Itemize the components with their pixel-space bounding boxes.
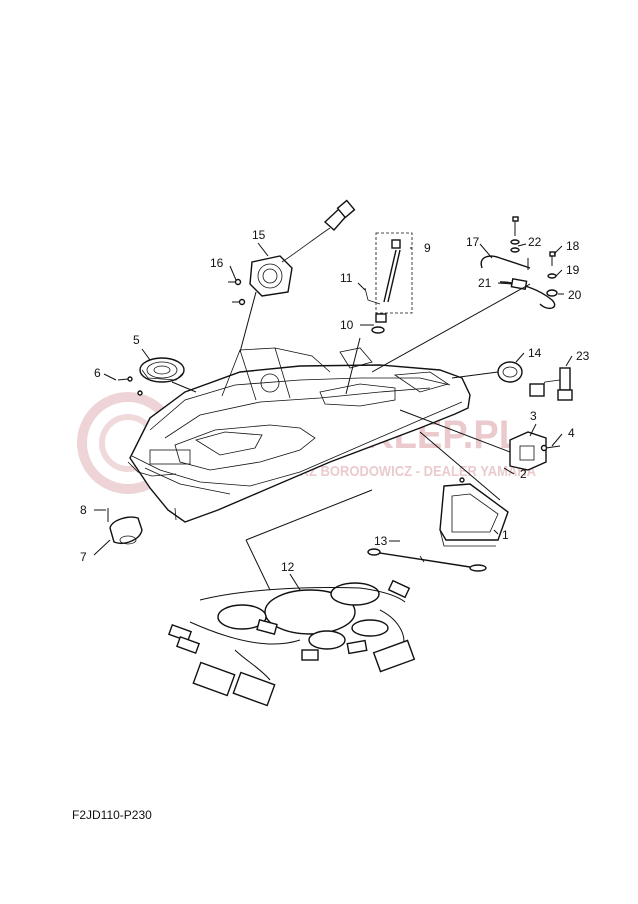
part-15-gauge bbox=[249, 199, 356, 297]
callout-labels: 1 2 3 4 5 6 7 8 9 10 11 12 13 14 15 16 1… bbox=[80, 228, 590, 574]
callout-19: 19 bbox=[566, 263, 580, 277]
part-7-light bbox=[107, 508, 143, 545]
callout-6: 6 bbox=[94, 366, 101, 380]
callout-7: 7 bbox=[80, 550, 87, 564]
callout-13: 13 bbox=[374, 534, 388, 548]
part-1-tray bbox=[439, 477, 509, 547]
callout-22: 22 bbox=[528, 235, 542, 249]
part-12-harness bbox=[167, 579, 416, 707]
callout-14: 14 bbox=[528, 346, 542, 360]
boat-hull bbox=[127, 347, 471, 523]
callout-4: 4 bbox=[568, 426, 575, 440]
drawing-code: F2JD110-P230 bbox=[72, 808, 152, 822]
callout-18: 18 bbox=[566, 239, 580, 253]
callout-3: 3 bbox=[530, 409, 537, 423]
part-23-sensor bbox=[529, 367, 573, 401]
callout-21: 21 bbox=[478, 276, 492, 290]
part-13-cable bbox=[367, 548, 487, 572]
callout-1: 1 bbox=[502, 528, 509, 542]
callout-16: 16 bbox=[210, 256, 224, 270]
callout-12: 12 bbox=[281, 560, 295, 574]
callout-2: 2 bbox=[520, 467, 527, 481]
part-17-bracket bbox=[480, 216, 558, 310]
callout-15: 15 bbox=[252, 228, 266, 242]
leader-lines bbox=[93, 242, 573, 591]
callout-8: 8 bbox=[80, 503, 87, 517]
callout-9: 9 bbox=[424, 241, 431, 255]
part-5-speaker bbox=[117, 357, 185, 396]
part-14-grommet bbox=[497, 361, 523, 383]
callout-23: 23 bbox=[576, 349, 590, 363]
callout-20: 20 bbox=[568, 288, 582, 302]
callout-11: 11 bbox=[340, 271, 353, 285]
callout-5: 5 bbox=[133, 333, 140, 347]
callout-10: 10 bbox=[340, 318, 354, 332]
part-16-bolts bbox=[228, 278, 246, 306]
callout-17: 17 bbox=[466, 235, 480, 249]
part-3-box bbox=[509, 431, 561, 471]
part-9-antenna bbox=[364, 232, 413, 334]
